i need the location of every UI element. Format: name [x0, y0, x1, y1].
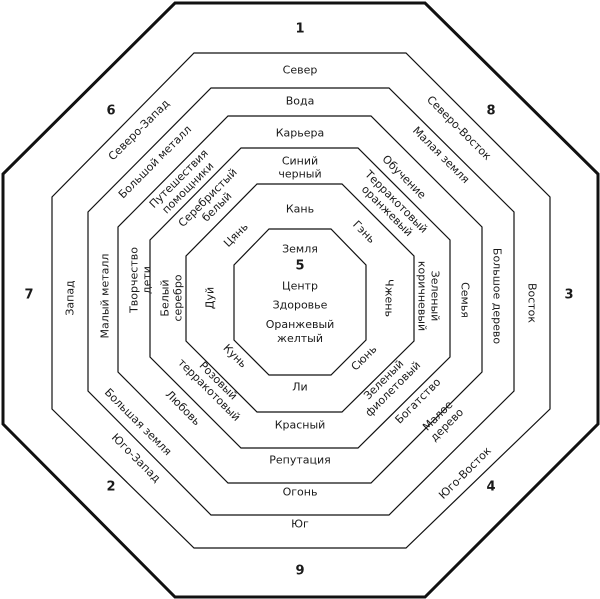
element-south: Огонь [283, 486, 318, 499]
element-southeast: Малоедерево [418, 396, 466, 444]
label-line: Оранжевый [266, 318, 335, 331]
number-6: 6 [106, 104, 115, 119]
element-north: Вода [286, 95, 315, 108]
trigram-north: Кань [286, 203, 314, 216]
number-4: 4 [486, 480, 495, 495]
trigram-southwest: Кунь [221, 342, 250, 371]
label-line: дети [140, 266, 153, 294]
ring-directions [51, 52, 551, 549]
aspiration-south: Репутация [269, 454, 331, 467]
center-element: Земля [282, 243, 318, 256]
ring-elements [87, 87, 515, 516]
aspiration-southwest: Любовь [163, 388, 203, 428]
aspiration-north: Карьера [276, 127, 325, 140]
color-east: Зеленыйкоричневый [416, 261, 442, 331]
label-line: Зеленый [429, 271, 442, 322]
direction-west: Запад [64, 280, 77, 316]
ring-aspirations [117, 115, 483, 484]
trigram-northeast: Гэнь [350, 218, 378, 246]
label-line: Белый [158, 279, 171, 316]
center-octagon [233, 228, 367, 376]
sector-numbers: 1 8 3 4 9 2 7 6 [24, 22, 573, 579]
direction-east: Восток [526, 283, 539, 323]
direction-southeast: Юго-Восток [436, 444, 494, 502]
label-line: коричневый [416, 261, 429, 331]
color-west: Белыйсеребро [158, 274, 184, 321]
number-2: 2 [106, 480, 115, 495]
number-8: 8 [486, 104, 495, 119]
center-location: Центр [282, 280, 318, 293]
element-southeast-text: Малоедерево [418, 396, 466, 444]
number-3: 3 [564, 288, 573, 303]
direction-north: Север [283, 64, 318, 77]
label-line: желтый [277, 332, 323, 345]
color-west-text: Белыйсеребро [158, 274, 184, 321]
center-aspiration: Здоровье [273, 299, 328, 312]
number-1: 1 [295, 22, 304, 37]
aspiration-east: Семья [459, 282, 472, 318]
trigram-west: Дуй [204, 287, 217, 309]
aspiration-west-text: Творчестводети [127, 247, 153, 314]
element-east: Большое дерево [491, 248, 504, 344]
trigram-south: Ли [292, 381, 307, 394]
trigram-northwest: Цянь [221, 220, 251, 250]
ring-colors [149, 147, 451, 449]
aspiration-west: Творчестводети [127, 247, 153, 314]
number-7: 7 [24, 288, 33, 303]
number-9: 9 [295, 564, 304, 579]
ring-trigrams [185, 183, 415, 413]
color-east-text: Зеленыйкоричневый [416, 261, 442, 331]
label-line: Синий [282, 154, 318, 167]
direction-south: Юг [291, 518, 309, 531]
label-line: серебро [171, 274, 184, 321]
label-line: черный [278, 167, 321, 180]
element-west: Малый металл [99, 254, 112, 339]
color-south: Красный [275, 419, 326, 432]
trigram-southeast: Сюнь [349, 343, 380, 374]
label-line: Творчество [127, 247, 140, 314]
trigram-east: Чжень [383, 279, 396, 317]
center-number: 5 [295, 259, 304, 274]
